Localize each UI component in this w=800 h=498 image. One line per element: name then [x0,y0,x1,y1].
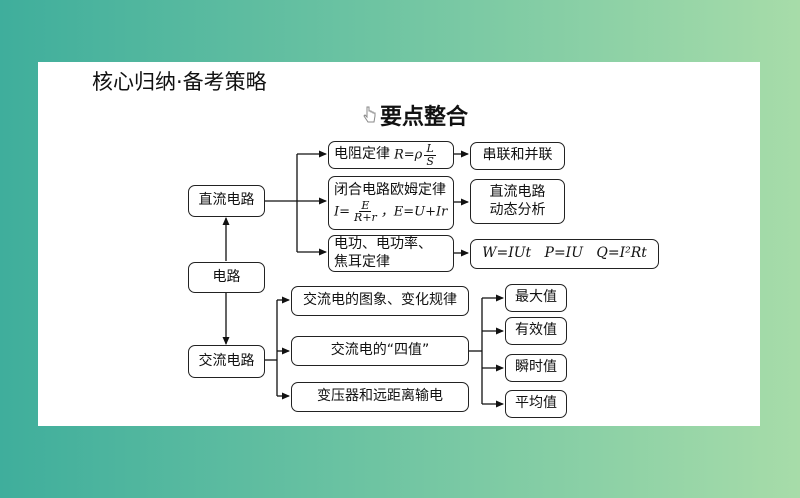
node-dc-circuit: 直流电路 [188,185,265,217]
node-transformer: 变压器和远距离输电 [291,382,469,412]
dynamic-analysis-line2: 动态分析 [489,201,546,218]
node-power-law: 电功、电功率、 焦耳定律 [328,235,454,272]
node-series-parallel: 串联和并联 [470,142,565,170]
ohm-formula-den: R+r [354,211,377,225]
slide-panel: 核心归纳·备考策略 要点整合 [38,62,760,426]
ohm-formula-rest: ，E=U+Ir [380,204,448,220]
node-instant-value: 瞬时值 [505,354,567,382]
node-average-value: 平均值 [505,390,567,418]
node-circuit: 电路 [188,262,265,293]
node-power-formulas: W=IUt P=IU Q=I²Rt [470,239,659,269]
resistance-formula-den: S [426,154,434,168]
resistance-formula-num: L [424,141,436,156]
power-law-line1: 电功、电功率、 [334,236,432,252]
header-title: 核心归纳·备考策略 [92,70,267,94]
node-effective-value: 有效值 [505,317,567,345]
power-law-line2: 焦耳定律 [334,253,390,270]
node-ac-circuit: 交流电路 [188,345,265,378]
connector-lines [222,150,504,408]
section-title: 要点整合 [380,105,469,130]
ohm-formula-num: E [359,198,372,213]
node-ac-four-values: 交流电的“四值” [291,336,469,366]
node-max-value: 最大值 [505,284,567,312]
ohm-formula-lhs: I= [334,204,351,220]
resistance-formula-lhs: R=ρ [394,147,423,163]
resistance-law-label: 电阻定律 [334,146,390,163]
node-dynamic-analysis: 直流电路 动态分析 [470,179,565,224]
cursor-icon [363,106,376,123]
ohm-law-label: 闭合电路欧姆定律 [334,182,446,199]
dynamic-analysis-line1: 直流电路 [489,184,546,200]
node-ac-image: 交流电的图象、变化规律 [291,286,469,316]
